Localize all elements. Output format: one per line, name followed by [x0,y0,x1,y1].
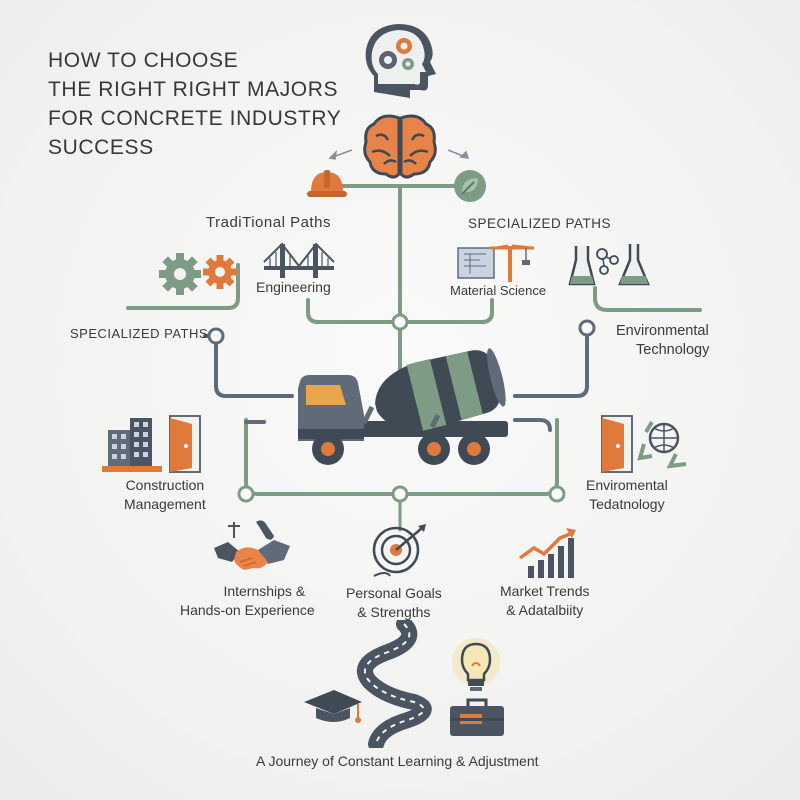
environmental-technology-label: Environmental Technology [616,322,709,360]
enviromental-tedatnology-line-1: Enviromental [586,477,668,493]
lab-flasks-icon [568,244,650,286]
internships-label: Internships & Hands-on Experience [180,582,315,620]
environmental-technology-line-2: Technology [636,342,710,358]
concrete-mixer-truck-icon [298,348,508,465]
market-trends-line-1: Market Trends [500,583,590,599]
blueprint-crane-icon [457,244,534,282]
brain-icon [363,114,437,179]
head-gears-icon [365,24,436,98]
internships-line-2: Hands-on Experience [180,602,315,618]
personal-goals-label: Personal Goals & Strengths [346,584,442,622]
bridge-icon [263,242,335,278]
market-trends-label: Market Trends & Adatalbiity [500,582,589,620]
lightbulb-icon [452,638,500,691]
winding-road-icon [357,620,432,748]
specialized-paths-left-label: SPECIALIZED PATHS [70,326,209,341]
rising-chart-icon [518,528,576,578]
market-trends-line-2: & Adatalbiity [506,602,584,618]
personal-goals-line-2: & Strengths [357,604,431,620]
leaf-icon [454,170,486,202]
environmental-technology-line-1: Environmental [616,323,709,339]
construction-management-line-2: Management [124,496,206,512]
enviromental-tedatnology-label: Enviromental Tedatnology [586,476,668,514]
door-recycle-globe-icon [601,415,687,473]
personal-goals-line-1: Personal Goals [346,585,442,601]
gears-icon [159,253,237,295]
title-line-1: HOW TO CHOOSE [48,49,239,72]
construction-management-label: Construction Management [124,476,206,514]
graduation-cap-icon [304,690,362,723]
enviromental-tedatnology-line-2: Tedatnology [589,496,665,512]
target-icon [372,524,426,577]
title-line-3: FOR CONCRETE INDUSTRY [48,107,342,130]
construction-management-line-1: Construction [125,477,205,493]
footer-tagline: A Journey of Constant Learning & Adjustm… [256,753,539,769]
page-title: HOW TO CHOOSE THE RIGHT RIGHT MAJORS FOR… [48,46,378,162]
internships-line-1: Internships & [223,583,306,599]
toolbox-icon [450,698,504,736]
handshake-icon [214,520,290,570]
engineering-label: Engineering [256,279,331,295]
title-line-4: SUCCESS [48,136,154,159]
traditional-paths-label: TradiTional Paths [206,214,331,231]
hard-hat-icon [307,170,347,197]
building-door-icon [102,415,201,473]
specialized-paths-top-label: SPECIALIZED PATHS [468,216,612,231]
title-line-2: THE RIGHT RIGHT MAJORS [48,78,339,101]
material-science-label: Material Science [450,283,547,298]
